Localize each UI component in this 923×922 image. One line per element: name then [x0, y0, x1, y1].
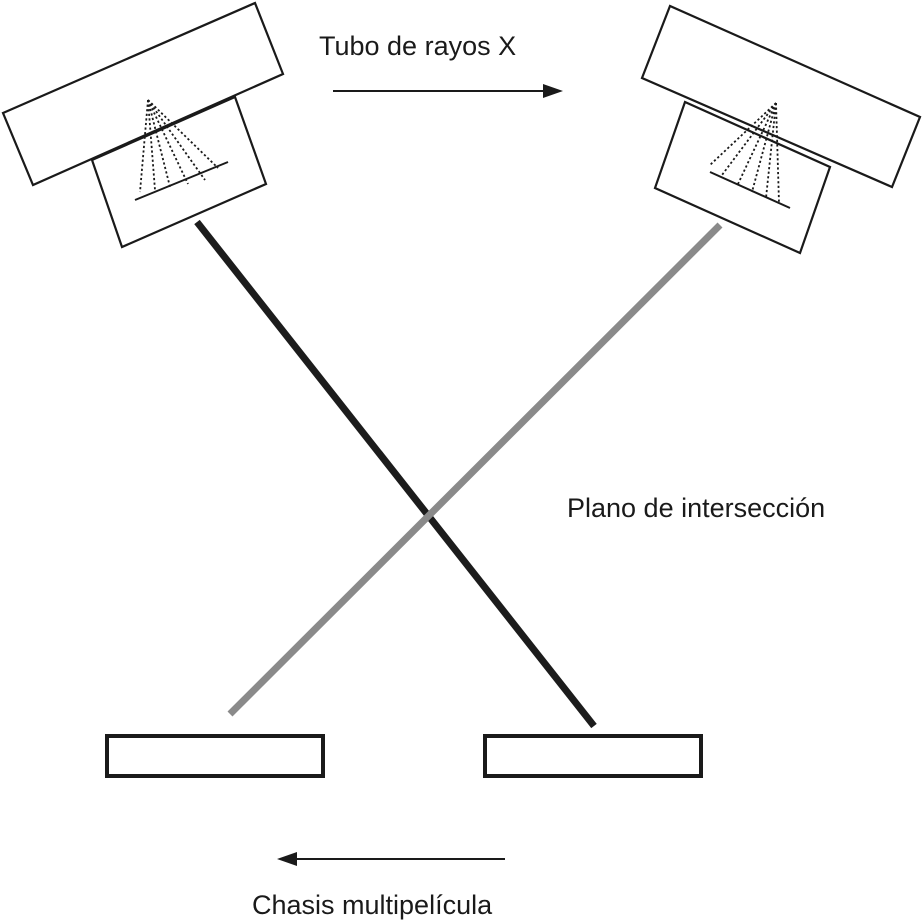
intersection-plane-label: Plano de intersección [567, 493, 825, 523]
ray-fan-right [709, 102, 780, 204]
beam-path-left [194, 219, 597, 729]
collimator-left [90, 95, 268, 249]
beam-path-right [227, 222, 723, 717]
cassette-label: Chasis multipelícula [252, 890, 493, 920]
xray-tube-left [1, 1, 285, 249]
ray-fan-left [139, 99, 219, 193]
focal-plate-left [134, 161, 229, 201]
xray-tube-right [640, 4, 922, 255]
tube-housing-right [640, 4, 922, 189]
focal-plate-right [709, 171, 791, 209]
cassette-motion-arrow [277, 852, 505, 866]
tube-label: Tubo de rayos X [319, 31, 516, 61]
cassette-right [483, 734, 703, 778]
tube-housing-left [1, 1, 285, 187]
collimator-right [653, 100, 832, 255]
cassette-left [105, 734, 325, 778]
tube-motion-arrow [333, 84, 563, 98]
